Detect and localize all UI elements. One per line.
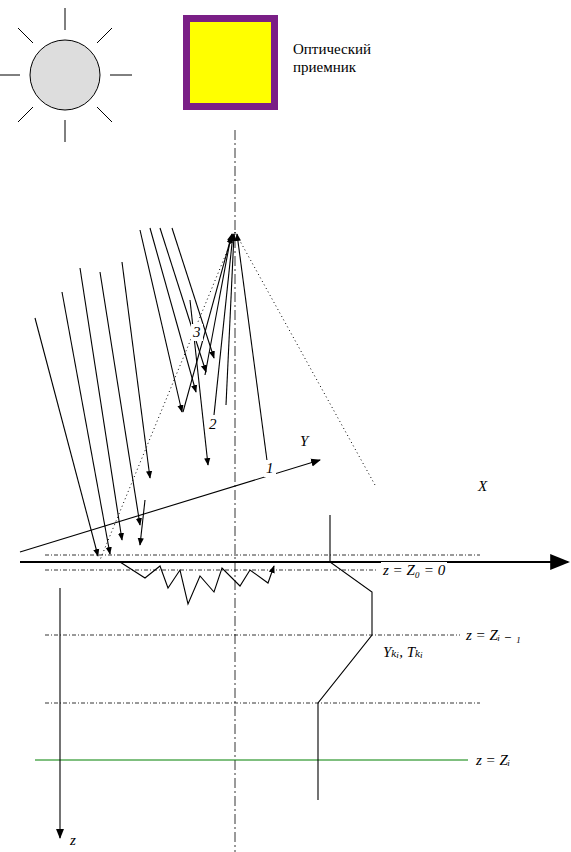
axis-label: z [68,832,78,849]
axis-label: X [476,478,489,495]
callout-number: 3 [191,324,203,341]
depth-label: z = Zᵢ ₋ ₁ [464,627,523,644]
field-of-view [100,232,375,560]
depth-label: z = Zᵢ [474,752,512,769]
layer-boundaries [45,555,480,703]
receiver-caption: Оптический приемник [293,40,389,76]
layer-parameters: Yₖᵢ, Tₖᵢ [381,644,425,661]
axis-label: Y [298,433,310,450]
incident-rays [35,228,214,556]
layer-boundary-zi [35,760,468,761]
reflected-rays [183,234,268,468]
callout-number: 1 [264,460,276,477]
optical-axis [235,130,236,852]
sun [0,8,132,142]
y-axis [20,460,320,552]
depth-label: z = Z₀ = 0 [381,562,447,579]
scattered-ray [140,500,145,545]
receiver-box: Оптический приемник [183,15,278,110]
callout-number: 2 [207,416,219,433]
parameter-profile [318,515,372,800]
z-axis [59,588,60,838]
scattered-ray-path [120,562,274,604]
x-axis [20,561,568,563]
